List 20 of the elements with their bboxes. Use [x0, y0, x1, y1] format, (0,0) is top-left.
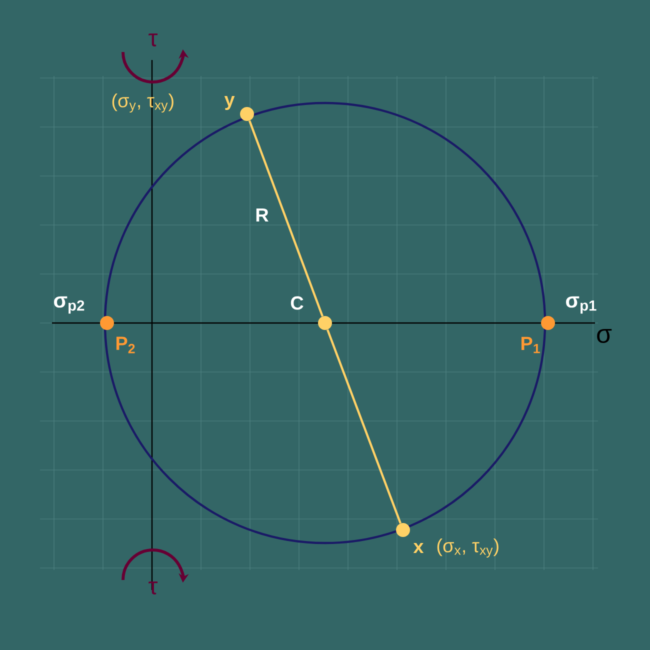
- point-label: C: [290, 296, 304, 310]
- point-dot: [318, 316, 332, 330]
- stress-label: σ$_{p2}$: [54, 296, 84, 314]
- point-dot: [240, 107, 254, 121]
- point-label: P$_{1}$: [522, 336, 540, 354]
- axis-label: τ: [148, 34, 158, 46]
- point-label: P$_{2}$: [116, 336, 135, 354]
- stress-label: σ$_{p1}$: [566, 296, 596, 314]
- point-dot: [396, 523, 410, 537]
- diameter-line: [326, 329, 402, 524]
- point-label: x: [413, 543, 424, 554]
- point-label: y: [224, 96, 235, 110]
- edge-label: R: [256, 208, 268, 222]
- point-dot: [100, 316, 114, 330]
- axis-label: τ: [148, 582, 158, 594]
- coordinate-label: (σ$_{x}$, τ$_{xy}$): [437, 538, 498, 558]
- diameter-line: [248, 120, 324, 317]
- coordinate-label: (σ$_{y}$, τ$_{xy}$): [112, 93, 174, 113]
- axis-label: σ: [597, 329, 612, 343]
- point-dot: [541, 316, 555, 330]
